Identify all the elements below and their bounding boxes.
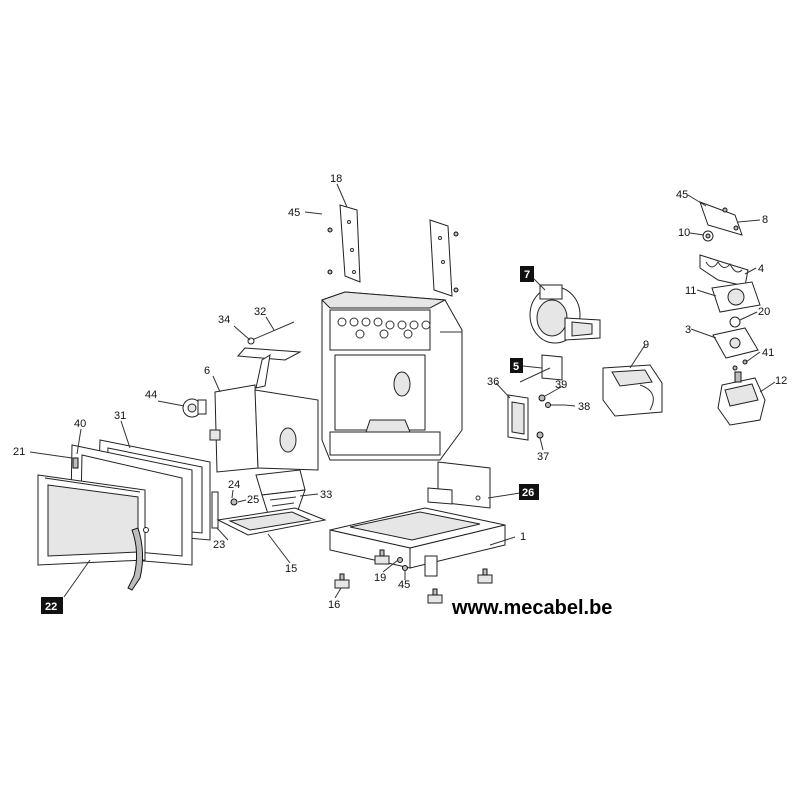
part-labels: 18 45 34 32 6 44 31 40 21 24 25 33 23 15… <box>13 173 787 611</box>
label-25: 25 <box>247 494 259 506</box>
label-24: 24 <box>228 479 240 491</box>
flange-11 <box>711 281 761 313</box>
label-3: 3 <box>685 324 691 336</box>
screw-38 <box>545 402 551 408</box>
label-5: 5 <box>513 361 519 373</box>
label-32: 32 <box>254 306 266 318</box>
cleaning-rod <box>251 321 295 341</box>
screw-37 <box>536 431 544 439</box>
igniter <box>519 354 563 402</box>
label-16: 16 <box>328 599 340 611</box>
label-7: 7 <box>524 269 530 281</box>
label-45-top: 45 <box>676 189 688 201</box>
label-33: 33 <box>320 489 332 501</box>
label-15: 15 <box>285 563 297 575</box>
label-18: 18 <box>330 173 342 185</box>
label-39: 39 <box>555 379 567 391</box>
motor-plate-3 <box>712 327 759 359</box>
label-40: 40 <box>74 418 86 430</box>
label-36: 36 <box>487 376 499 388</box>
label-34: 34 <box>218 314 230 326</box>
feet <box>334 549 493 604</box>
support-plate <box>427 461 491 509</box>
gasket-plate <box>507 394 529 441</box>
ash-tray <box>216 507 327 536</box>
label-1: 1 <box>520 531 526 543</box>
label-4: 4 <box>758 263 764 275</box>
stove-body <box>321 291 463 461</box>
rear-bracket-right <box>429 219 459 297</box>
label-21: 21 <box>13 446 25 458</box>
label-45-base: 45 <box>398 579 410 591</box>
screws-41 <box>732 359 748 371</box>
auger-4 <box>699 254 749 287</box>
label-41: 41 <box>762 347 774 359</box>
label-23: 23 <box>213 539 225 551</box>
label-37: 37 <box>537 451 549 463</box>
screw-45-base <box>402 565 408 571</box>
door-seal <box>211 491 219 529</box>
label-9: 9 <box>643 339 649 351</box>
label-19: 19 <box>374 572 386 584</box>
label-10: 10 <box>678 227 690 239</box>
bushing-20 <box>729 316 741 328</box>
label-38: 38 <box>578 401 590 413</box>
pressure-switch <box>182 398 207 418</box>
gear-motor-12 <box>717 371 766 426</box>
label-12: 12 <box>775 375 787 387</box>
screw-19 <box>397 557 403 563</box>
mount-plate-8 <box>699 201 743 236</box>
label-22: 22 <box>45 601 57 613</box>
label-26: 26 <box>522 487 534 499</box>
rear-bracket-left <box>327 204 361 283</box>
website-url: www.mecabel.be <box>451 597 612 619</box>
label-8: 8 <box>762 214 768 226</box>
exhaust-fan <box>529 284 601 344</box>
burn-pot <box>255 469 306 515</box>
inner-door-panel <box>209 384 319 473</box>
label-6: 6 <box>204 365 210 377</box>
deflector-plate <box>236 347 302 389</box>
label-20: 20 <box>758 306 770 318</box>
boxed-labels: 7 5 26 22 <box>41 266 539 614</box>
label-45: 45 <box>288 207 300 219</box>
bearing-10 <box>702 230 714 242</box>
front-door <box>37 474 149 591</box>
label-11: 11 <box>685 285 696 297</box>
screw-25 <box>230 498 238 506</box>
label-44: 44 <box>145 389 157 401</box>
label-31: 31 <box>114 410 126 422</box>
base-frame <box>329 507 506 577</box>
room-blower <box>602 364 663 417</box>
